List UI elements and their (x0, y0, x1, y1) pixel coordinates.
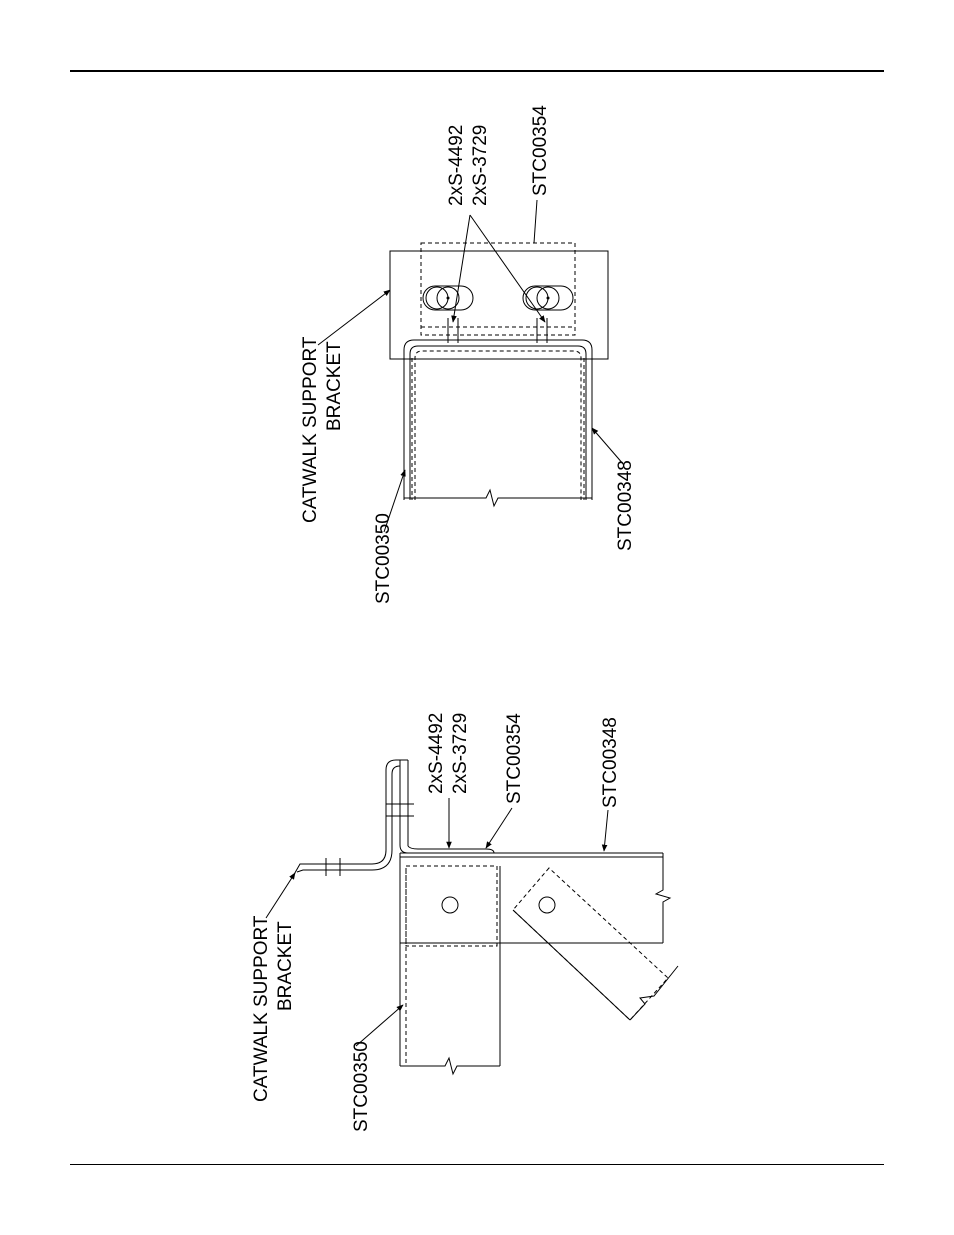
side-leader-upper-channel (485, 807, 513, 849)
diagonal-break-line (629, 965, 679, 1021)
side-label-bracket-line1: CATWALK SUPPORT (251, 915, 272, 1102)
diagonal-brace-hidden (512, 867, 669, 1021)
top-label-bracket-line1: CATWALK SUPPORT (300, 336, 321, 523)
side-leader-left-member (355, 1004, 404, 1047)
tube-inner (409, 345, 587, 500)
vertical-hole (441, 896, 459, 914)
top-view (317, 199, 625, 533)
leader-left-member (383, 469, 406, 533)
side-break-line-right (654, 853, 672, 943)
side-label-bolts-a: 2xS-4492 (426, 713, 447, 794)
upper-channel-outline (420, 242, 576, 336)
side-label-bolts-b: 2xS-3729 (450, 713, 471, 794)
side-label-top-member: STC00348 (600, 717, 621, 808)
leader-bolts-b (469, 214, 546, 323)
side-view (265, 759, 679, 1076)
tube-hidden (414, 350, 582, 500)
top-break-line (404, 488, 592, 508)
tube-outer (403, 339, 593, 500)
side-label-left-member: STC00350 (351, 1041, 372, 1132)
side-break-line-bottom (400, 1056, 500, 1076)
top-label-right-member: STC00348 (615, 460, 636, 551)
side-label-bracket-line2: BRACKET (275, 921, 296, 1011)
top-label-bracket-line2: BRACKET (324, 341, 345, 431)
slot-right (522, 285, 574, 311)
leader-bracket (317, 289, 391, 346)
top-label-upper-channel: STC00354 (530, 105, 551, 196)
leader-upper-channel (533, 199, 538, 244)
top-label-bolts-a: 2xS-4492 (446, 125, 467, 206)
bracket-plate (389, 250, 609, 360)
leader-right-member (591, 427, 625, 466)
bracket-bent-plate (291, 759, 486, 879)
slot-left (422, 285, 474, 311)
top-label-bolts-b: 2xS-3729 (470, 125, 491, 206)
header-rule (70, 70, 884, 72)
side-label-upper-channel: STC00354 (504, 713, 525, 804)
diagonal-hole (538, 896, 556, 914)
top-label-left-member: STC00350 (373, 513, 394, 604)
side-leader-top-member (601, 809, 609, 852)
vertical-gusset-hidden (405, 865, 498, 947)
side-leader-bracket (265, 872, 296, 919)
bracket-bent-plate-inner (296, 765, 401, 873)
leader-bolts-a (451, 214, 471, 323)
footer-rule (70, 1164, 884, 1165)
